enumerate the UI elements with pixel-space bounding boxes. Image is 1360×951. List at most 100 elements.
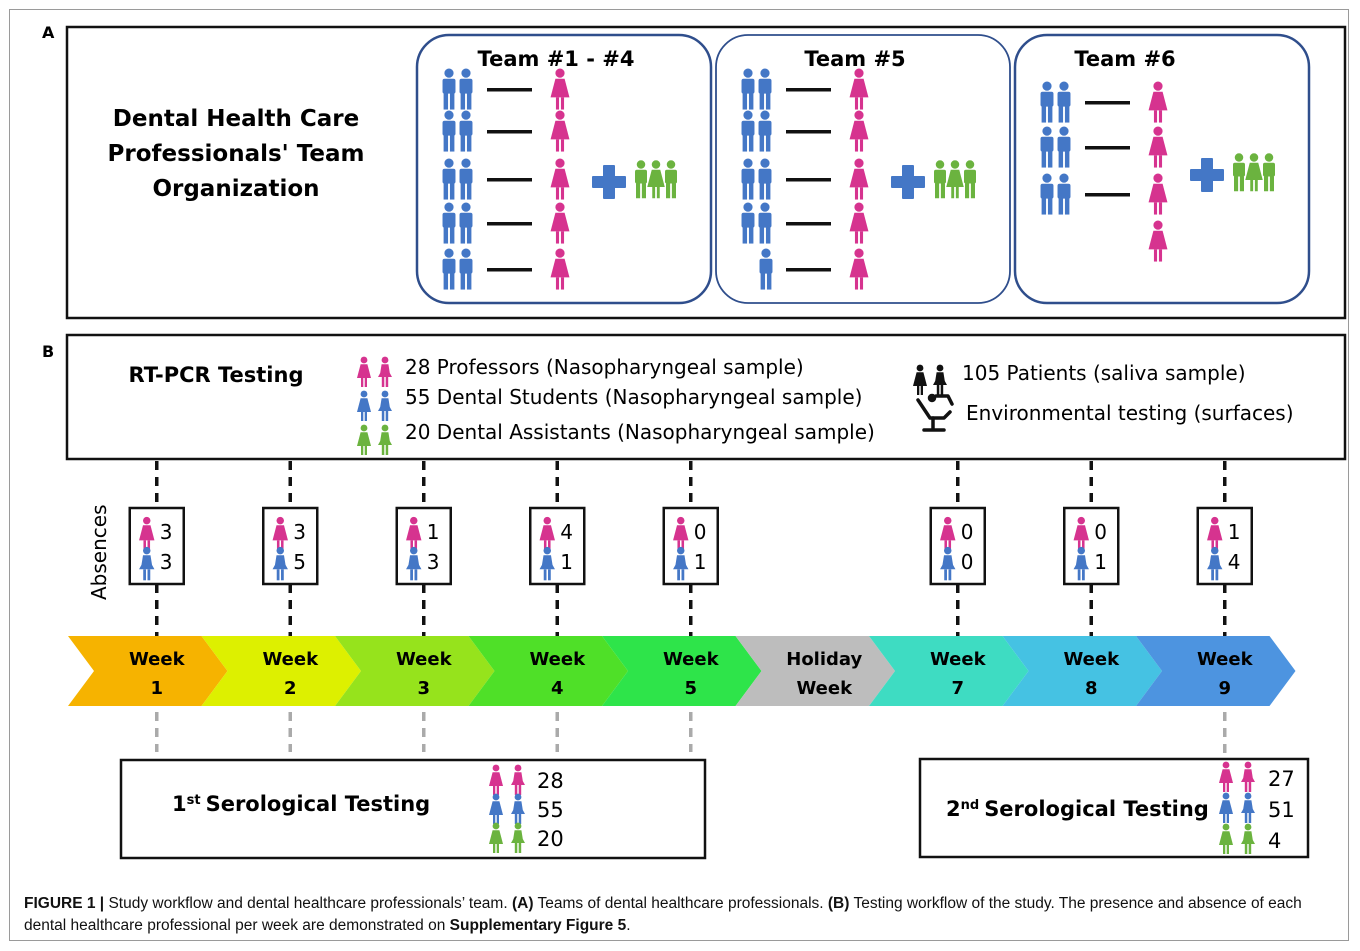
absence-students-count: 0 (961, 550, 974, 574)
caption-supplementary-link[interactable]: Supplementary Figure 5 (449, 917, 627, 934)
student-icon (1057, 126, 1071, 168)
student-icon (459, 248, 473, 290)
week-label-line1: Week (1063, 649, 1120, 670)
professor-icon (849, 202, 869, 244)
panel-b-label: B (42, 342, 54, 361)
student-icon (442, 248, 456, 290)
legend-student-icon (357, 390, 392, 421)
assistant-icon (665, 160, 677, 199)
serology-2-box (918, 757, 1310, 859)
student-icon (758, 110, 772, 152)
team-5-title: Team #5 (804, 47, 905, 71)
professor-icon (550, 110, 570, 152)
plus-icon (891, 165, 925, 199)
panel-a-label: A (42, 23, 55, 42)
week-label-line1: Week (1197, 649, 1254, 670)
pair-connector (1085, 146, 1130, 150)
serology-1-students-count: 55 (537, 798, 564, 822)
assistant-icon (647, 160, 665, 199)
serology-1-professor-icon (489, 764, 525, 795)
absence-box-week (128, 506, 185, 586)
student-icon (741, 68, 755, 110)
absence-box-week (395, 506, 452, 586)
professor-icon (849, 110, 869, 152)
absence-professors-count: 4 (560, 520, 573, 544)
serology-1-assistants-count: 20 (537, 827, 564, 851)
week-arrow-9 (1136, 636, 1296, 706)
pair-connector (786, 222, 831, 226)
week-arrow-6 (735, 636, 895, 706)
student-icon (758, 202, 772, 244)
plus-icon (1190, 158, 1224, 192)
week-label-line2: 8 (1085, 678, 1098, 699)
caption-text-2: Teams of dental healthcare professionals… (533, 895, 828, 912)
student-icon (741, 158, 755, 200)
student-icon (1057, 173, 1071, 215)
caption-text-3: Testing workflow of the study. The prese… (24, 895, 1302, 934)
professor-icon (849, 248, 869, 290)
absence-professors-count: 0 (961, 520, 974, 544)
pair-connector (487, 88, 532, 92)
pair-connector (487, 130, 532, 134)
panel-a-title-line3: Organization (152, 176, 319, 202)
absences-label: Absences (87, 505, 111, 601)
serology-2-assistant-icon (1219, 823, 1255, 854)
legend-professors: 28 Professors (Nasopharyngeal sample) (405, 355, 804, 379)
legend-patients: 105 Patients (saliva sample) (962, 361, 1246, 385)
absence-box-week (1196, 506, 1253, 586)
caption-a: (A) (511, 895, 534, 912)
panel-a-title-line2: Professionals' Team (108, 141, 365, 167)
patient-icon (913, 364, 947, 395)
professor-icon (1148, 173, 1168, 215)
plus-icon (592, 165, 626, 199)
serology-links (155, 712, 1227, 756)
week-label-line2: 9 (1218, 678, 1231, 699)
week-label-line1: Holiday (786, 649, 862, 670)
week-label-line1: Week (930, 649, 987, 670)
legend-assistant-icon (357, 424, 392, 455)
panel-a-title-line1: Dental Health Care (113, 106, 359, 132)
panel-a-frame (65, 25, 1347, 320)
professor-icon (1148, 220, 1168, 262)
week-label-line1: Week (396, 649, 453, 670)
pair-connector (786, 268, 831, 272)
assistant-icon (1233, 153, 1245, 192)
week-label-line2: 5 (684, 678, 697, 699)
caption-text-4: . (626, 917, 631, 934)
student-icon (442, 202, 456, 244)
week-label-line2: 3 (417, 678, 430, 699)
professor-icon (550, 68, 570, 110)
serology-2-professors-count: 27 (1268, 767, 1295, 791)
absence-box-week (929, 506, 986, 586)
absence-professors-count: 0 (1094, 520, 1107, 544)
pair-connector (1085, 101, 1130, 105)
professor-icon (550, 248, 570, 290)
pair-connector (487, 268, 532, 272)
absence-professors-count: 3 (160, 520, 173, 544)
legend-environmental: Environmental testing (surfaces) (966, 401, 1294, 425)
student-icon (442, 110, 456, 152)
serology-2-professor-icon (1219, 761, 1255, 792)
professor-icon (550, 158, 570, 200)
absence-box-week (529, 506, 586, 586)
week-label-line1: Week (129, 649, 186, 670)
team-member-icons (442, 68, 1275, 290)
assistant-icon (635, 160, 647, 199)
week-arrow-7 (869, 636, 1029, 706)
student-icon (1057, 81, 1071, 123)
caption-figure-number: FIGURE 1 | (24, 895, 105, 912)
pair-connector (786, 178, 831, 182)
student-icon (759, 248, 773, 290)
week-arrow-1 (68, 636, 228, 706)
student-icon (459, 158, 473, 200)
rtpcr-box (65, 333, 1347, 461)
serology-1-box (119, 758, 707, 860)
student-icon (459, 110, 473, 152)
pair-connector (1085, 193, 1130, 197)
professor-icon (849, 68, 869, 110)
absence-students-count: 5 (293, 550, 306, 574)
pair-connector (786, 88, 831, 92)
student-icon (758, 158, 772, 200)
